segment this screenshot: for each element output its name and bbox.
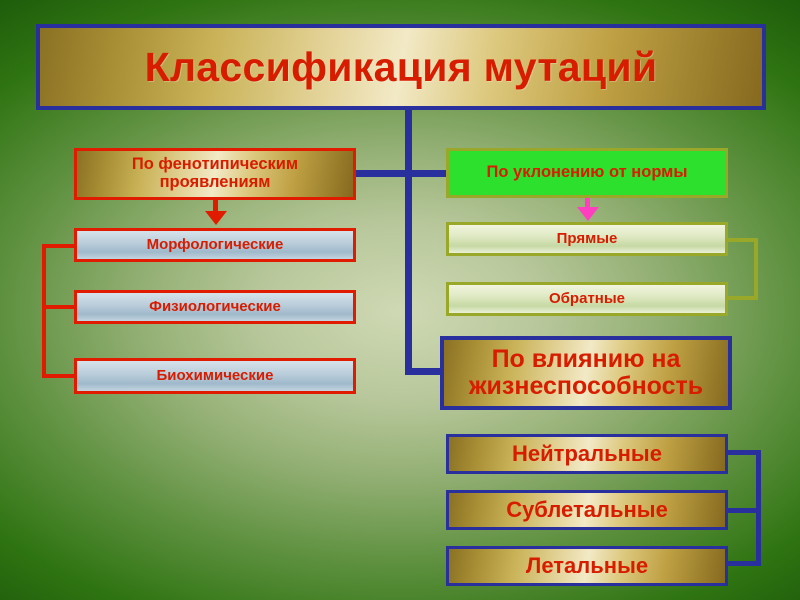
node-reverse: Обратные — [446, 282, 728, 316]
connector-left-bracket-top — [42, 244, 76, 248]
page-title: Классификация мутаций — [36, 24, 766, 110]
connector-left-bracket-bottom — [42, 374, 76, 378]
node-deviation-header: По уклонению от нормы — [446, 148, 728, 198]
node-lethal: Летальные — [446, 546, 728, 586]
node-physiological: Физиологические — [74, 290, 356, 324]
node-sublethal: Сублетальные — [446, 490, 728, 530]
connector-influence-bracket-mid — [722, 508, 760, 513]
connector-influence-bracket-bottom — [722, 561, 760, 566]
node-morphological: Морфологические — [74, 228, 356, 262]
arrow-shaft-left-header — [213, 200, 218, 214]
connector-deviation-bracket-top — [724, 238, 758, 242]
node-direct: Прямые — [446, 222, 728, 256]
connector-left-bracket-vertical — [42, 244, 46, 378]
arrow-head-left-header — [205, 211, 227, 225]
connector-left-bracket-mid — [42, 305, 76, 309]
connector-influence-bracket-top — [722, 450, 760, 455]
arrow-shaft-deviation-header — [585, 198, 590, 210]
connector-trunk-vertical — [405, 110, 412, 374]
arrow-head-deviation-header — [577, 207, 599, 221]
node-neutral: Нейтральные — [446, 434, 728, 474]
connector-deviation-bracket-bottom — [724, 296, 758, 300]
connector-deviation-bracket-vertical — [754, 238, 758, 300]
node-influence-header: По влиянию на жизнеспособность — [440, 336, 732, 410]
connector-trunk-to-left — [352, 170, 408, 177]
connector-trunk-to-influence — [405, 368, 447, 375]
node-left-header: По фенотипическим проявлениям — [74, 148, 356, 200]
node-biochemical: Биохимические — [74, 358, 356, 394]
connector-trunk-to-right — [405, 170, 450, 177]
